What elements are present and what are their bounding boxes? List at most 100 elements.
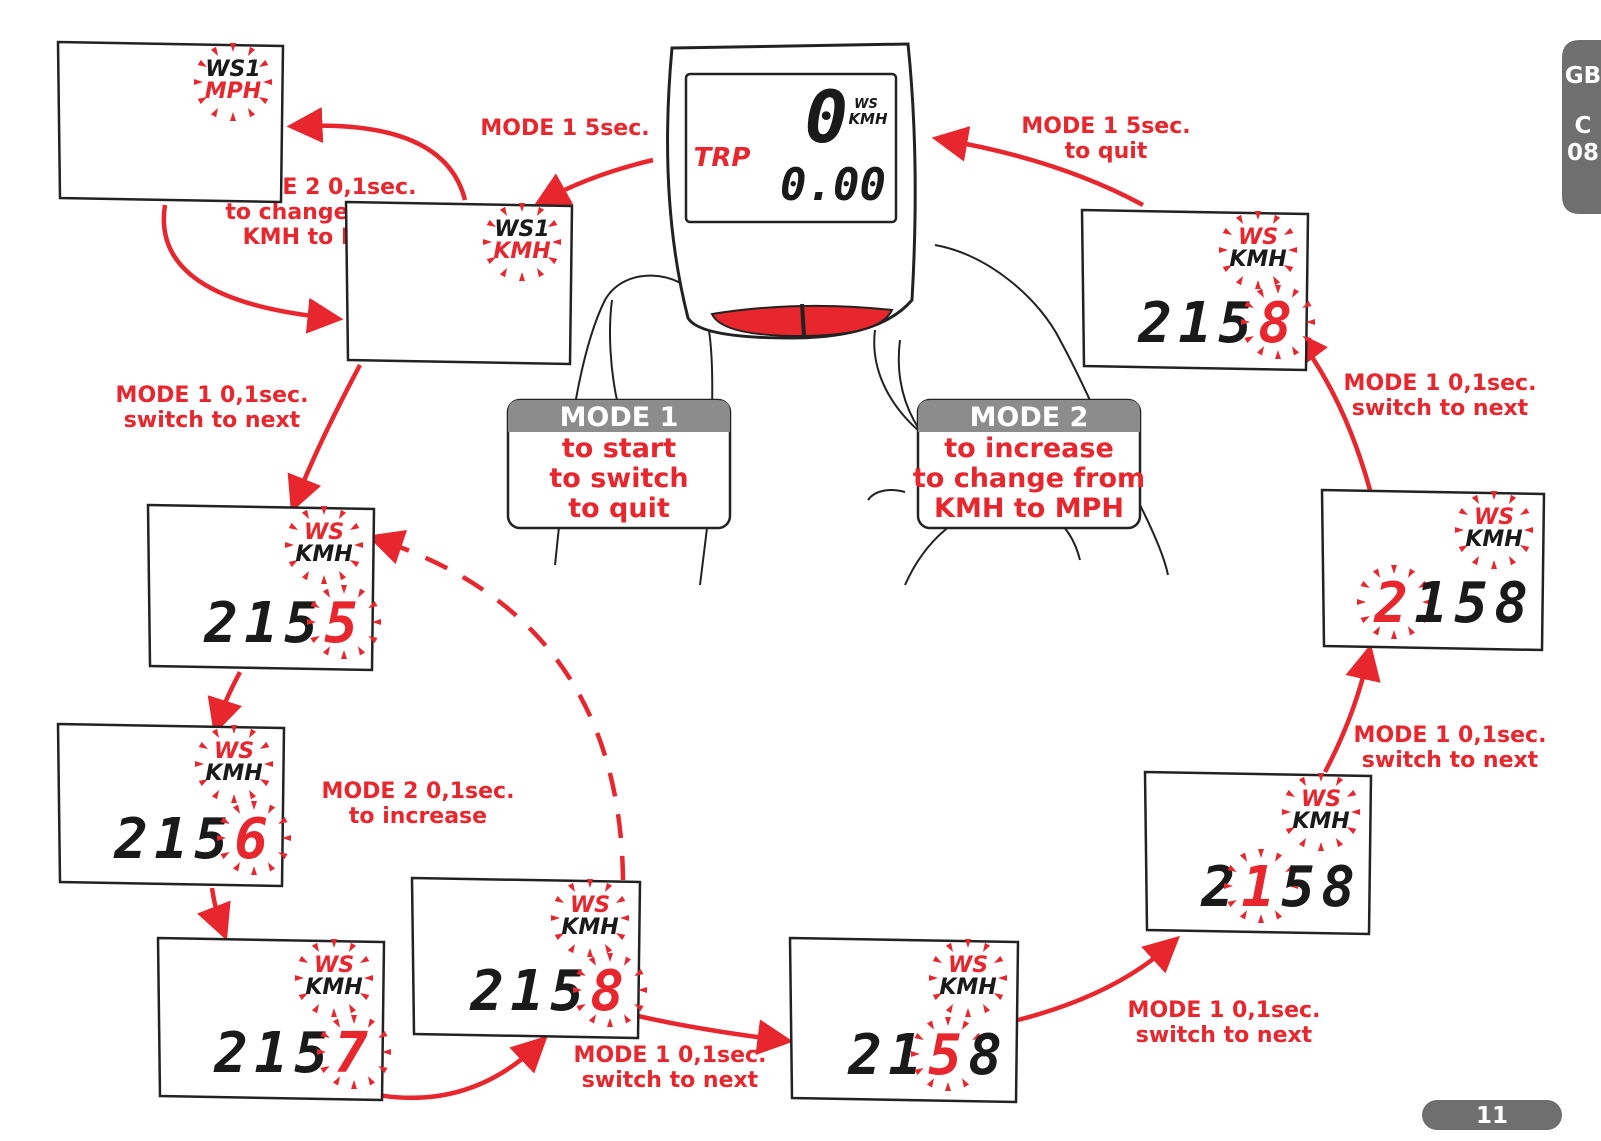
lcd-digit: 8 — [590, 959, 624, 1024]
unit-bottom-label: KMH — [939, 975, 996, 1000]
label-mode2-increase: MODE 2 0,1sec. — [322, 779, 515, 804]
mode2-legend: MODE 2 to increase to change from KMH to… — [913, 398, 1145, 530]
flash-indicator — [194, 43, 272, 121]
lcd-digit: 2 — [213, 1021, 248, 1086]
lcd-digit: 7 — [334, 1021, 368, 1086]
lcd-digit: 8 — [968, 1023, 1002, 1088]
unit-top-label: WS1 — [494, 217, 549, 242]
unit-top-label: WS — [214, 739, 254, 764]
lcd-digit: 1 — [510, 959, 544, 1024]
lcd-digit: 2 — [1373, 571, 1408, 636]
lcd-digit: 5 — [1281, 855, 1315, 920]
mode2-line: KMH to MPH — [934, 493, 1124, 524]
page-number: 11 — [1476, 1103, 1508, 1129]
lcd-digit: 2 — [847, 1023, 882, 1088]
unit-top-label: WS — [1474, 505, 1514, 530]
unit-top-label: WS — [1301, 787, 1341, 812]
flash-indicator — [1357, 565, 1431, 639]
lcd-digit: 1 — [888, 1023, 922, 1088]
mode2-line: to increase — [944, 433, 1114, 464]
trip-label: TRP — [694, 143, 751, 173]
tab-lang: GB — [1565, 63, 1601, 89]
unit-top-label: WS — [304, 520, 344, 545]
lcd-digit: 1 — [254, 1021, 288, 1086]
label-switch: switch to next — [582, 1068, 759, 1093]
lcd-digit: 1 — [1241, 855, 1275, 920]
mode1-line: to switch — [549, 463, 688, 494]
flow-arrows — [161, 107, 1381, 1101]
flash-indicator — [1224, 849, 1298, 923]
tab-number: 08 — [1567, 140, 1599, 166]
lcd-digit: 8 — [1258, 291, 1292, 356]
flash-indicator — [929, 939, 1007, 1017]
label-switch: switch to next — [1352, 396, 1529, 421]
flash-indicator — [285, 506, 363, 584]
label-mode1-start: MODE 1 5sec. — [480, 116, 649, 141]
unit-top-label: WS1 — [205, 57, 260, 82]
cycle-computer-device: 0 WS KMH TRP 0.00 — [666, 42, 917, 340]
unit-bottom-label: KMH — [1465, 527, 1522, 552]
label-mode1-quit: MODE 1 5sec. — [1021, 114, 1190, 139]
unit-bottom-label: KMH — [205, 761, 262, 786]
label-switch: MODE 1 0,1sec. — [1354, 723, 1547, 748]
label-switch: MODE 1 0,1sec. — [116, 383, 309, 408]
flash-indicator — [295, 939, 373, 1017]
lcd-digit: 1 — [1178, 291, 1212, 356]
lcd-digit: 5 — [194, 807, 228, 872]
flash-indicator — [195, 725, 273, 803]
section-tab: GB C 08 — [1562, 40, 1601, 214]
label-switch: switch to next — [124, 408, 301, 433]
unit-bottom-label: KMH — [305, 975, 362, 1000]
lcd-digit: 5 — [284, 591, 318, 656]
unit-top-label: WS — [948, 953, 988, 978]
unit-top-label: WS — [1238, 225, 1278, 250]
flash-indicator — [317, 1015, 391, 1089]
flash-indicator — [573, 953, 647, 1027]
lcd-digit: 5 — [550, 959, 584, 1024]
lcd-digit: 5 — [294, 1021, 328, 1086]
device-lcd — [684, 72, 898, 224]
mode1-legend: MODE 1 to start to switch to quit — [506, 398, 732, 530]
lcd-digit: 2 — [469, 959, 504, 1024]
label-mode1-quit: to quit — [1065, 139, 1148, 164]
lcd-digit: 1 — [244, 591, 278, 656]
lcd-digit: 2 — [1200, 855, 1235, 920]
step-labels: MODE 1 5sec. MODE 1 5sec. to quit MODE 2… — [116, 114, 1547, 1093]
unit-bottom-label: KMH — [295, 542, 352, 567]
label-switch: switch to next — [1136, 1023, 1313, 1048]
mode1-line: to quit — [568, 493, 670, 524]
mode1-line: to start — [562, 433, 676, 464]
speed-readout: 0 — [805, 75, 848, 159]
flash-indicator — [551, 879, 629, 957]
lcd-digit: 2 — [203, 591, 238, 656]
device-unit-top: WS — [854, 97, 878, 112]
mode2-line: to change from — [913, 463, 1145, 494]
mode2-title: MODE 2 — [970, 402, 1089, 433]
lcd-digit: 8 — [1494, 571, 1528, 636]
label-mode2-increase: to increase — [349, 804, 487, 829]
page-number-badge: 11 — [1422, 1100, 1562, 1130]
lcd-digit: 1 — [1414, 571, 1448, 636]
lcd-digit: 5 — [324, 591, 358, 656]
flash-indicator — [483, 203, 561, 281]
mode1-title: MODE 1 — [560, 402, 679, 433]
lcd-digit: 6 — [234, 807, 268, 872]
flash-indicator — [1455, 491, 1533, 569]
device-unit-bottom: KMH — [848, 110, 888, 128]
lcd-digit: 2 — [1137, 291, 1172, 356]
label-switch: switch to next — [1362, 748, 1539, 773]
trip-value: 0.00 — [780, 160, 886, 211]
lcd-digit: 5 — [1218, 291, 1252, 356]
